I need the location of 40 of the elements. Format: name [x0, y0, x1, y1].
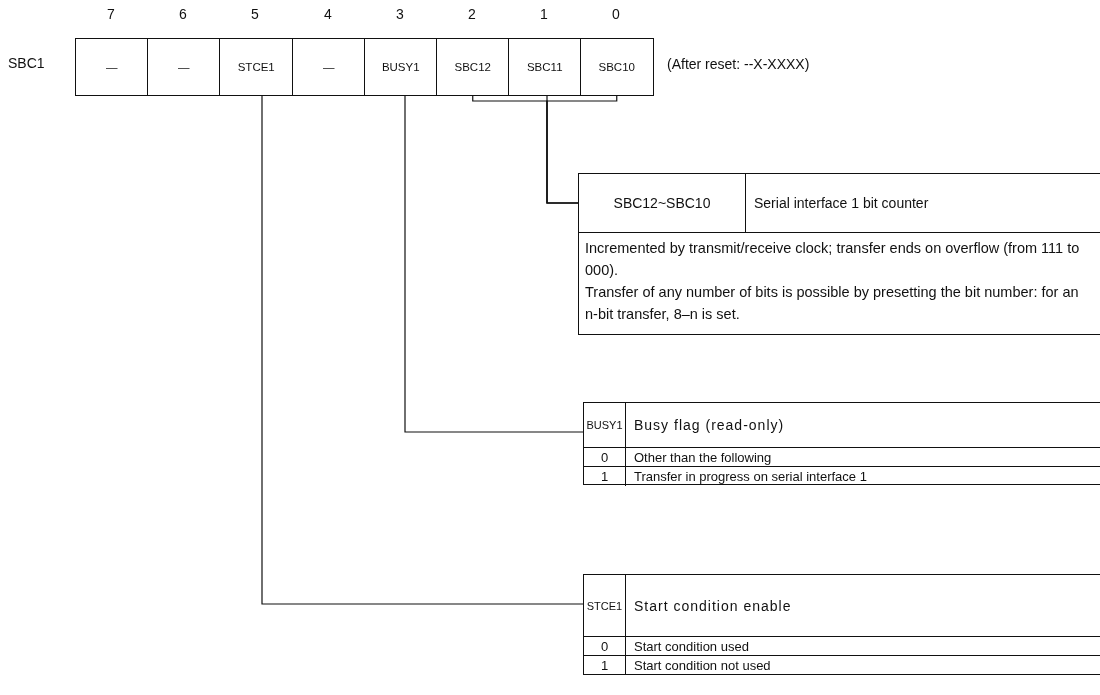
value-meaning: Start condition used — [634, 638, 749, 654]
field-name: STCE1 — [586, 599, 623, 612]
bit-value: 1 — [600, 469, 609, 484]
register-bit-cell: BUSY1 — [364, 38, 438, 96]
bit-number: 0 — [611, 6, 621, 22]
bit-number: 7 — [106, 6, 116, 22]
register-bit-cell: — — [75, 38, 149, 96]
bit-number: 1 — [539, 6, 549, 22]
bit-value-table — [583, 574, 1100, 675]
register-bit-cell: SBC11 — [508, 38, 582, 96]
value-meaning: Start condition not used — [634, 658, 771, 673]
register-bit-cell: SBC10 — [580, 38, 654, 96]
value-meaning: Other than the following — [634, 449, 772, 465]
register-bit-cell: — — [147, 38, 221, 96]
bit-value-table — [583, 402, 1100, 485]
leader-line — [261, 95, 584, 605]
bit-value: 1 — [600, 658, 609, 673]
reset-value-note: (After reset: --X-XXXX) — [667, 56, 810, 72]
description-text: Transfer of any number of bits is possible by presetting the bit number: for an n-bit transfer, 8–n is set. — [585, 283, 1080, 324]
bit-number: 4 — [323, 6, 333, 22]
field-title: Start condition enable — [634, 597, 792, 614]
bit-value: 0 — [600, 449, 609, 465]
leader-line — [546, 95, 618, 204]
leader-line — [404, 95, 584, 433]
field-name: BUSY1 — [586, 419, 623, 431]
field-description-table — [578, 173, 1100, 335]
field-title: Busy flag (read-only) — [634, 417, 785, 433]
bit-number: 3 — [395, 6, 405, 22]
register-bit-cell: SBC12 — [436, 38, 510, 96]
register-name: SBC1 — [8, 55, 45, 71]
register-bit-cell: — — [292, 38, 366, 96]
description-text: Incremented by transmit/receive clock; transfer ends on overflow (from 111 to 000). — [585, 239, 1081, 280]
register-bit-cell: STCE1 — [219, 38, 294, 96]
bit-number: 5 — [250, 6, 260, 22]
bit-number: 2 — [467, 6, 477, 22]
bit-number: 6 — [178, 6, 188, 22]
bit-value: 0 — [600, 638, 609, 654]
field-name: SBC12~SBC10 — [613, 195, 711, 211]
field-title: Serial interface 1 bit counter — [754, 195, 929, 211]
value-meaning: Transfer in progress on serial interface 1 — [634, 469, 867, 484]
